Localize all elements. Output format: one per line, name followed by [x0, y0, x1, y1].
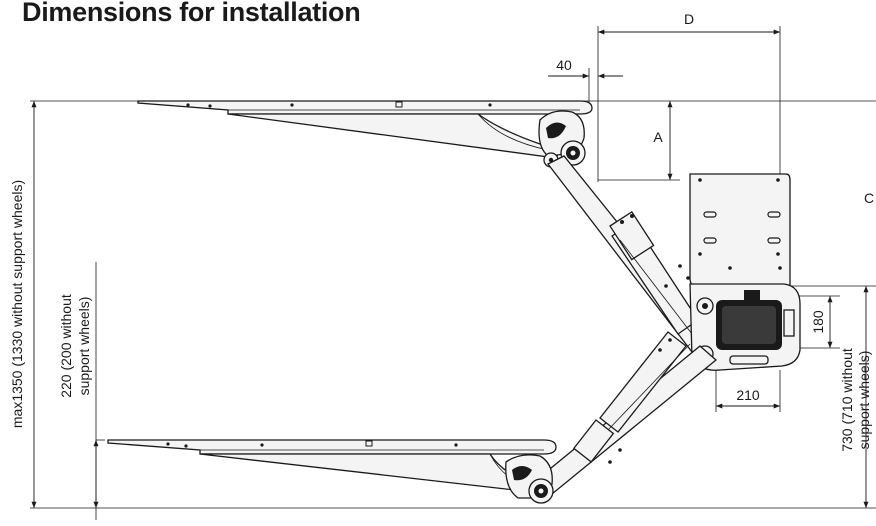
label-220-line2: support wheels): [76, 297, 92, 396]
dimension-730: 730 (710 without support wheels): [839, 286, 872, 508]
dimension-40: 40: [548, 57, 623, 110]
label-220-line1: 220 (200 without: [58, 294, 74, 398]
label-max1350: max1350 (1330 without support wheels): [9, 180, 25, 428]
dimension-max1350: max1350 (1330 without support wheels): [9, 101, 37, 508]
label-40: 40: [556, 57, 572, 73]
mounting-plate: [689, 173, 791, 289]
label-d: D: [684, 11, 694, 27]
lower-strut: [532, 331, 718, 495]
label-c: C: [864, 190, 874, 206]
dimension-210: 210: [716, 387, 780, 409]
dimension-220: 220 (200 without support wheels): [58, 294, 99, 508]
label-180: 180: [810, 310, 826, 334]
drawing-title: Dimensions for installation: [22, 0, 361, 27]
label-730-line2: support wheels): [856, 351, 872, 450]
dimension-c: C: [864, 190, 874, 206]
label-a: A: [653, 129, 663, 145]
upper-strut: [547, 155, 713, 353]
pump-housing: [689, 283, 801, 371]
dimension-d: D: [598, 11, 780, 35]
dimension-a: A: [598, 101, 680, 181]
dimension-180: 180: [810, 296, 833, 348]
upper-lift-arm: [137, 100, 593, 168]
label-730-line1: 730 (710 without: [839, 348, 855, 452]
lower-lift-arm: [107, 439, 557, 504]
label-210: 210: [736, 387, 760, 403]
